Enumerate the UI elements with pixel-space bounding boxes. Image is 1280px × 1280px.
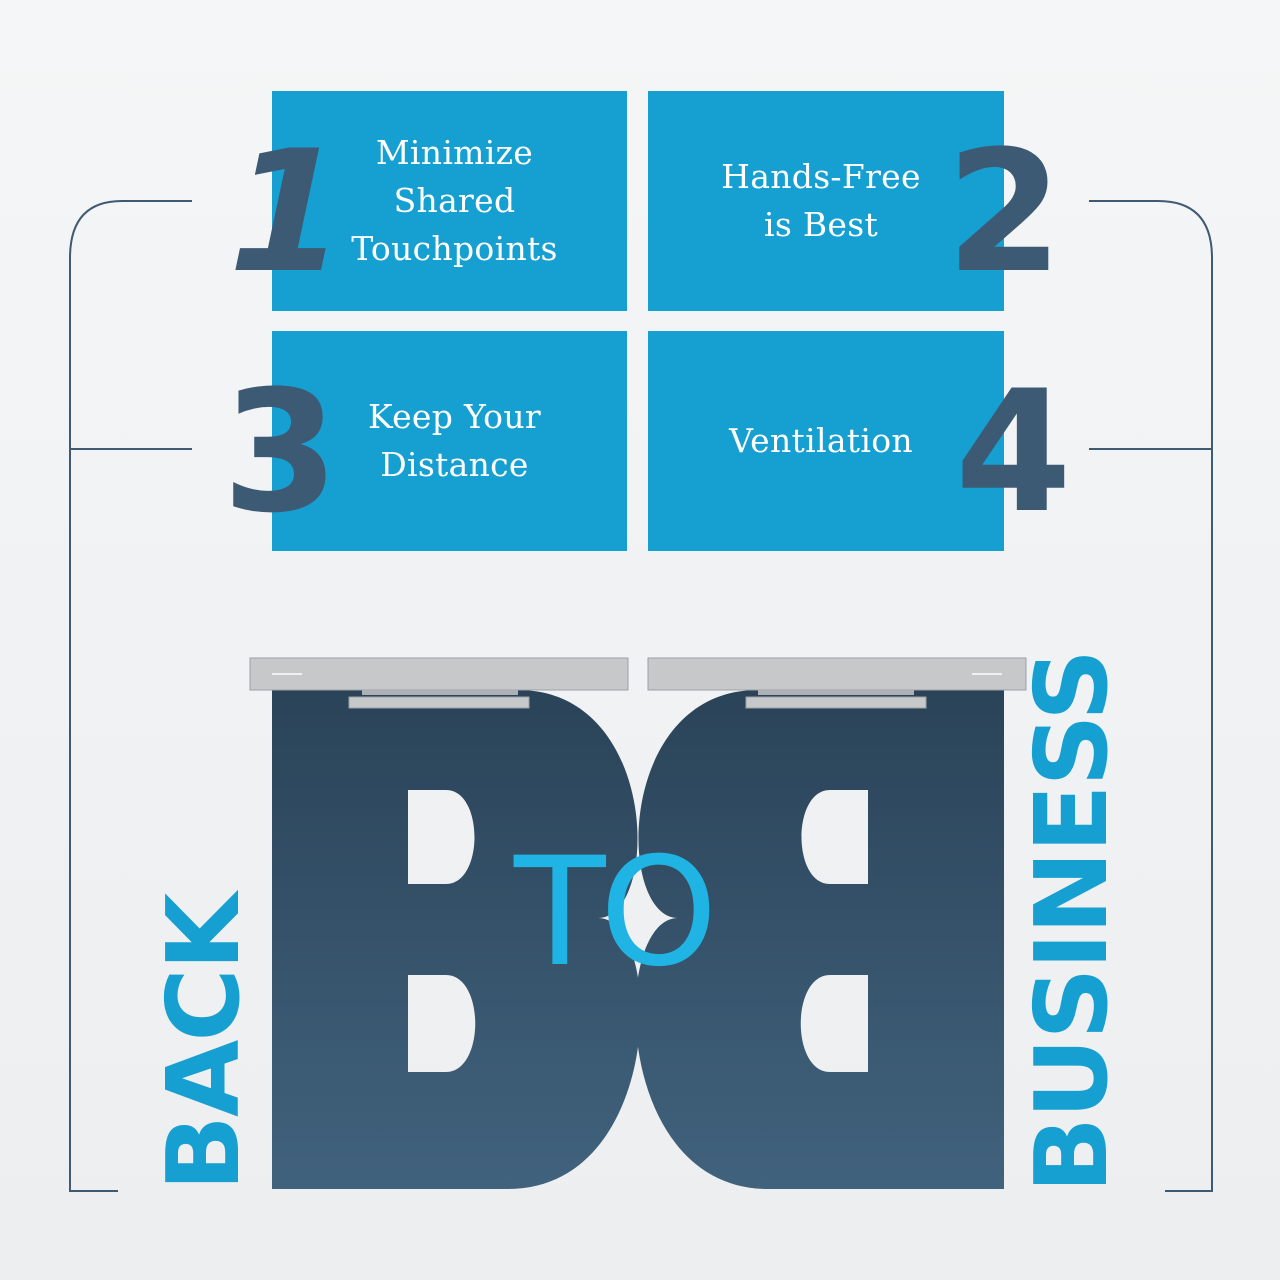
headline-to: TO [514,826,718,1000]
tile-ventilation: Ventilation [648,331,1004,551]
headline-back: BACK [145,894,262,1192]
number-3: 3 [222,354,339,550]
number-2: 2 [946,114,1063,310]
number-4: 4 [955,354,1072,550]
tile-3-text: Keep Your Distance [368,397,541,484]
tile-2-text: Hands-Free is Best [721,157,921,244]
tile-hands-free: Hands-Free is Best [648,91,1004,311]
right-handle-bar [647,657,1027,709]
left-handle-bar [249,657,629,709]
tile-keep-distance: Keep Your Distance [272,331,627,551]
right-bracket-line [1089,200,1213,1192]
left-b-shape [272,690,641,1189]
headline-business: BUSINESS [1013,650,1130,1194]
tile-1-text: Minimize Shared Touchpoints [351,133,558,268]
tile-4-text: Ventilation [729,421,913,460]
left-bracket-line [69,200,192,1192]
tile-minimize-touchpoints: Minimize Shared Touchpoints [272,91,627,311]
right-b-shape [635,690,1004,1189]
